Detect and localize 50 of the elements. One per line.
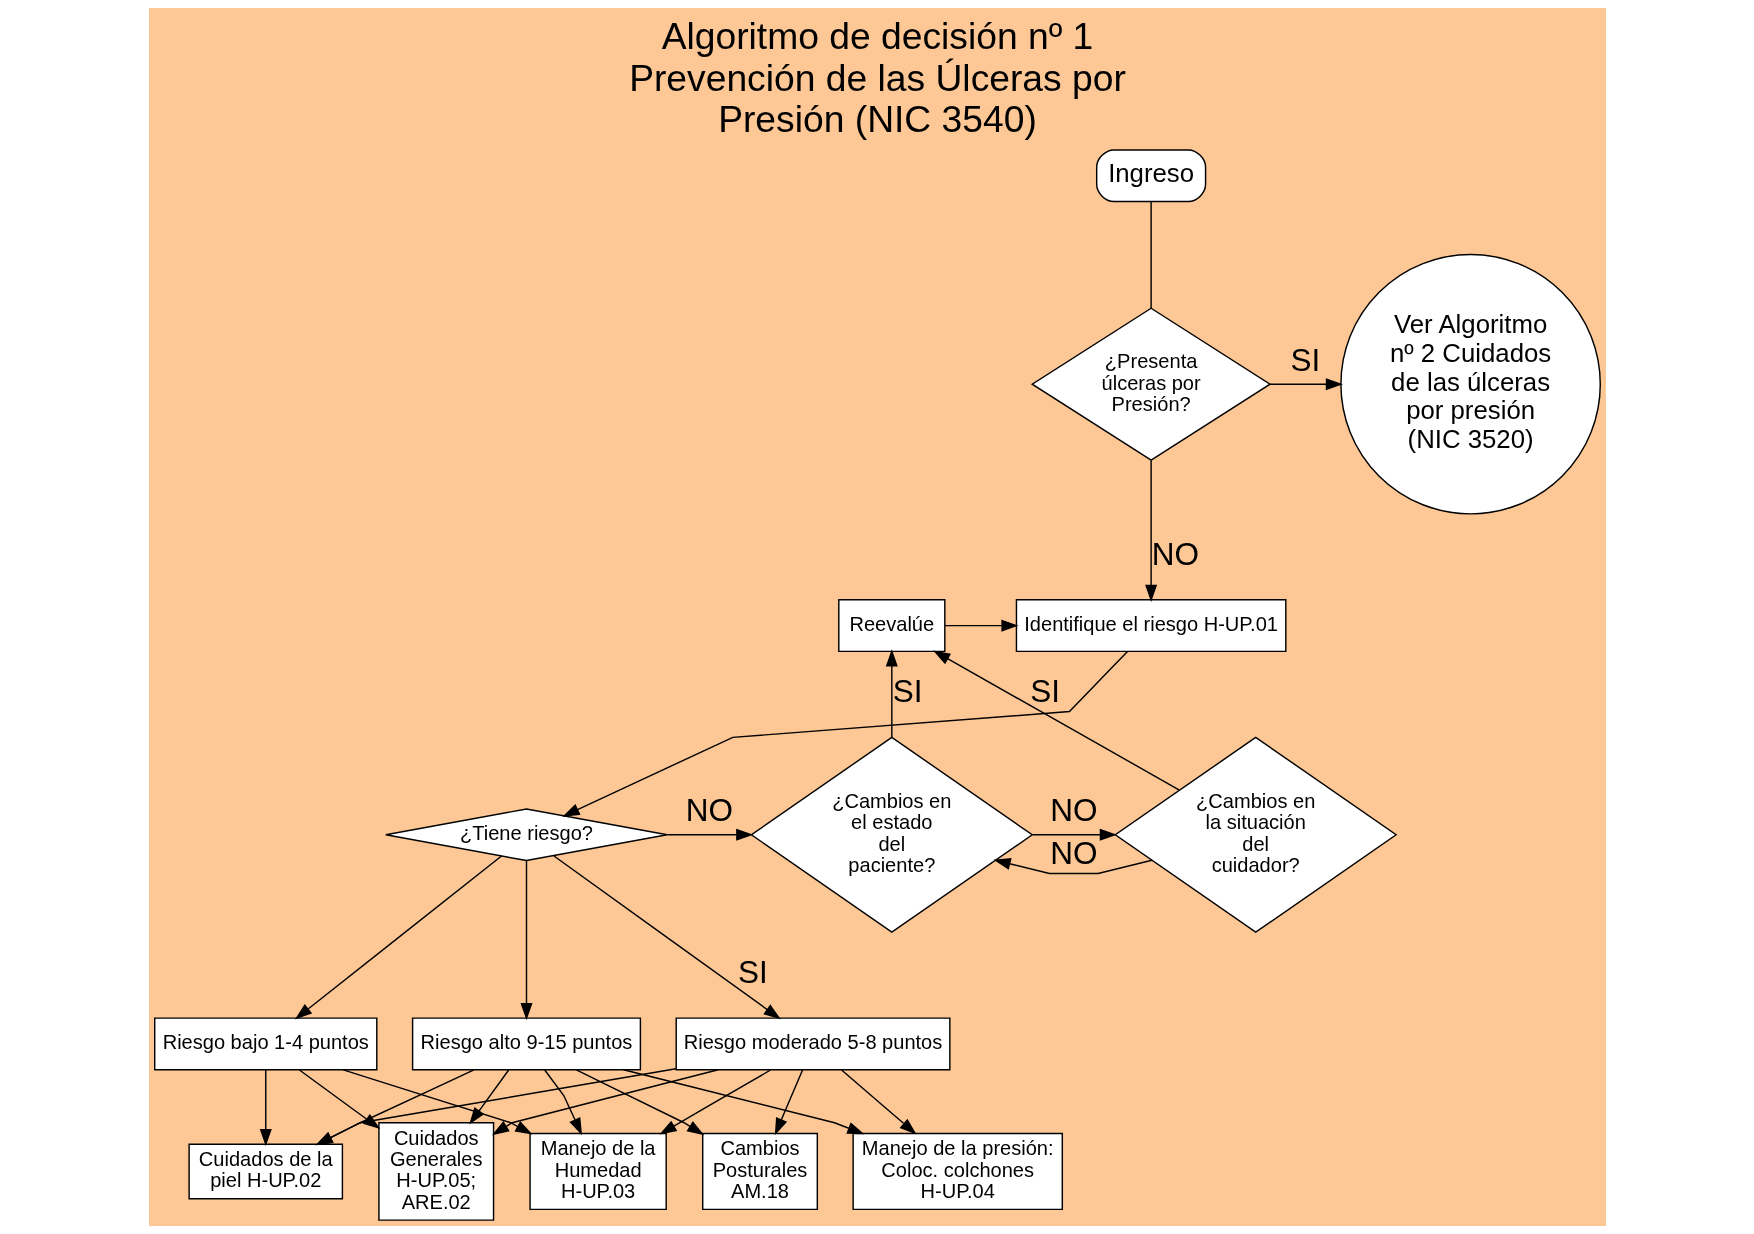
node-box: Manejo de la presión: Coloc. colchones H-UP.04 xyxy=(851,1132,1063,1211)
arrow xyxy=(666,828,753,841)
edge-label: SI xyxy=(892,673,922,710)
arrow xyxy=(552,855,781,1020)
connector xyxy=(1149,200,1152,309)
arrow xyxy=(561,650,1128,817)
arrow xyxy=(622,1069,864,1135)
arrow xyxy=(1031,828,1117,841)
node-box: Riesgo alto 9-15 puntos xyxy=(411,1017,641,1071)
arrow xyxy=(468,1069,509,1125)
node-box: Identifique el riesgo H-UP.01 xyxy=(1015,599,1286,653)
arrow xyxy=(259,1069,272,1147)
diagram-title: Algoritmo de decisión nº 1 Prevención de las Úlceras por Presión (NIC 3540) xyxy=(628,15,1126,141)
arrow xyxy=(342,1069,532,1135)
arrow xyxy=(543,1069,582,1136)
node-circle: Ver Algoritmo nº 2 Cuidados de las úlceras por presión (NIC 3520) xyxy=(1339,253,1601,515)
arrow xyxy=(840,1069,917,1135)
node-box: Riesgo bajo 1-4 puntos xyxy=(153,1017,377,1071)
arrow xyxy=(774,1069,803,1136)
edge-label: SI xyxy=(1029,673,1060,710)
arrow xyxy=(315,1069,475,1146)
edge-label: NO xyxy=(1151,535,1199,572)
node-box: Reevalúe xyxy=(837,599,946,653)
arrow xyxy=(1268,378,1343,391)
node-box: Cuidados de la piel H-UP.02 xyxy=(187,1143,343,1200)
arrow xyxy=(519,859,532,1021)
edge-label: SI xyxy=(1290,341,1320,378)
edge-label: NO xyxy=(1049,835,1097,872)
arrow xyxy=(1144,459,1157,602)
node-box: Ingreso xyxy=(1095,149,1206,203)
node-diamond: ¿Tiene riesgo? xyxy=(384,808,668,862)
arrow xyxy=(885,649,898,739)
node-diamond: ¿Presenta úlceras por Presión? xyxy=(1030,307,1271,461)
node-diamond: ¿Cambios en la situación del cuidador? xyxy=(1113,736,1397,934)
edge-label: NO xyxy=(1049,792,1097,829)
node-diamond: ¿Cambios en el estado del paciente? xyxy=(749,736,1033,934)
edge-label: SI xyxy=(737,954,768,991)
edge-label: NO xyxy=(685,792,733,829)
arrow xyxy=(932,650,1180,791)
arrow xyxy=(943,619,1019,632)
arrow xyxy=(294,855,502,1020)
node-box: Manejo de la Humedad H-UP.03 xyxy=(528,1132,667,1211)
arrow xyxy=(491,1069,719,1136)
node-box: Riesgo moderado 5-8 puntos xyxy=(675,1017,951,1071)
arrow xyxy=(575,1069,704,1136)
arrow xyxy=(658,1069,771,1135)
arrow xyxy=(993,858,1153,875)
arrow xyxy=(315,1068,677,1146)
node-box: Cuidados Generales H-UP.05; ARE.02 xyxy=(377,1122,494,1221)
node-box: Cambios Posturales AM.18 xyxy=(701,1132,818,1211)
